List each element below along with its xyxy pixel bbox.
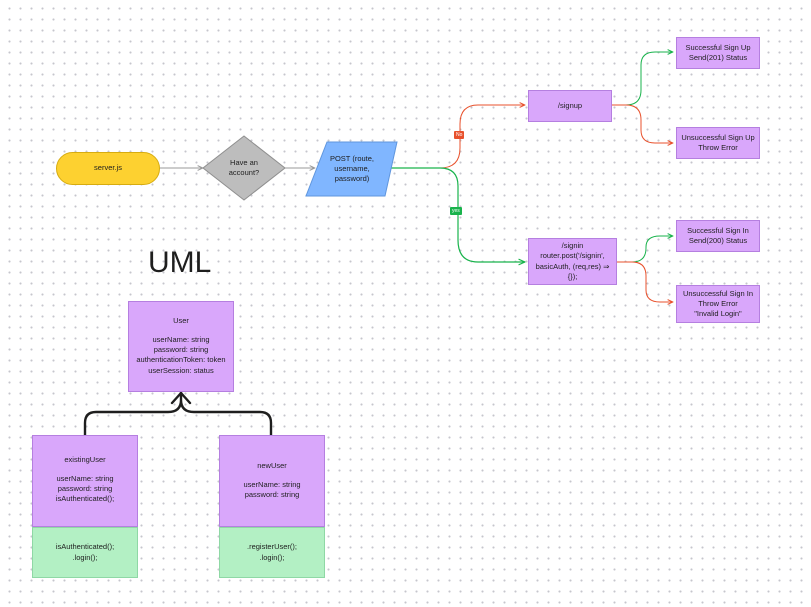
newuser-class-name: newUser	[257, 461, 287, 470]
newuser-field: password: string	[244, 490, 300, 500]
post-io-node-shape	[305, 141, 398, 197]
user-field: userSession: status	[148, 365, 214, 375]
signin-fail-line-1: Unsuccessful Sign In	[682, 288, 754, 298]
server-js-node[interactable]: server.js	[56, 152, 160, 185]
server-js-label: server.js	[94, 163, 122, 173]
post-label-line-3: password)	[334, 174, 370, 184]
existinguser-method: .login();	[72, 552, 98, 562]
yes-branch-label: yes	[450, 207, 462, 215]
connector-signin-to-fail	[617, 261, 673, 302]
decision-node-shape	[202, 135, 286, 201]
signup-fail-line-2: Throw Error	[698, 143, 738, 152]
signin-success-node[interactable]: Successful Sign In Send(200) Status	[676, 220, 760, 252]
user-field: password: string	[153, 345, 209, 355]
signin-label-line-1: /signin	[561, 241, 584, 251]
signin-node[interactable]: /signin router.post('/signin', basicAuth…	[528, 238, 617, 285]
existinguser-field: userName: string	[56, 474, 114, 484]
newuser-field: userName: string	[243, 480, 301, 490]
signup-success-line-1: Successful Sign Up	[685, 42, 751, 52]
decision-label-line-1: Have an	[230, 157, 258, 167]
signin-label-line-3: basicAuth, (req,res) ⇒	[535, 261, 610, 271]
existinguser-field: isAuthenticated();	[55, 494, 115, 504]
user-class-name: User	[173, 316, 189, 325]
signup-node[interactable]: /signup	[528, 90, 612, 122]
signin-fail-node[interactable]: Unsuccessful Sign In Throw Error "Invali…	[676, 285, 760, 323]
signin-success-line-1: Successful Sign In	[687, 225, 749, 235]
post-request-node[interactable]: POST (route, username, password)	[312, 148, 392, 190]
signup-success-line-2: Send(201) Status	[688, 53, 748, 62]
existinguser-methods[interactable]: isAuthenticated(); .login();	[32, 527, 138, 578]
newuser-method: .login();	[259, 552, 285, 562]
signin-fail-line-3: "Invalid Login"	[694, 309, 742, 319]
decision-node[interactable]: Have an account?	[205, 150, 283, 186]
signup-fail-node[interactable]: Unsuccessful Sign Up Throw Error	[676, 127, 760, 159]
signin-label-line-2: router.post('/signin',	[540, 251, 605, 261]
signin-success-line-2: Send(200) Status	[688, 236, 748, 245]
user-field: userName: string	[152, 335, 210, 345]
connector-signup-to-success	[612, 52, 673, 106]
newuser-method: .registerUser();	[246, 542, 297, 552]
connector-signin-to-success	[617, 236, 673, 263]
uml-heading: UML	[148, 246, 212, 279]
signup-label: /signup	[557, 100, 583, 110]
post-label-line-2: username,	[334, 163, 370, 173]
signup-fail-line-1: Unsuccessful Sign Up	[681, 132, 755, 142]
uml-user-class[interactable]: User userName: string password: string a…	[128, 301, 234, 392]
uml-inheritance-connector	[83, 390, 273, 437]
user-field: authenticationToken: token	[136, 355, 226, 365]
no-branch-label: No	[454, 131, 465, 139]
uml-newuser-class[interactable]: newUser userName: string password: strin…	[219, 435, 325, 527]
existinguser-field: password: string	[57, 484, 113, 494]
uml-existinguser-class[interactable]: existingUser userName: string password: …	[32, 435, 138, 527]
newuser-methods[interactable]: .registerUser(); .login();	[219, 527, 325, 578]
connector-yes-to-signin	[385, 167, 525, 262]
existinguser-method: isAuthenticated();	[55, 542, 115, 552]
connector-signup-to-fail	[612, 104, 673, 143]
existinguser-class-name: existingUser	[64, 455, 106, 464]
signin-label-line-4: {});	[567, 271, 578, 281]
decision-label-line-2: account?	[228, 168, 260, 177]
signin-fail-line-2: Throw Error	[698, 298, 738, 308]
signup-success-node[interactable]: Successful Sign Up Send(201) Status	[676, 37, 760, 69]
post-label-line-1: POST (route,	[329, 153, 375, 163]
